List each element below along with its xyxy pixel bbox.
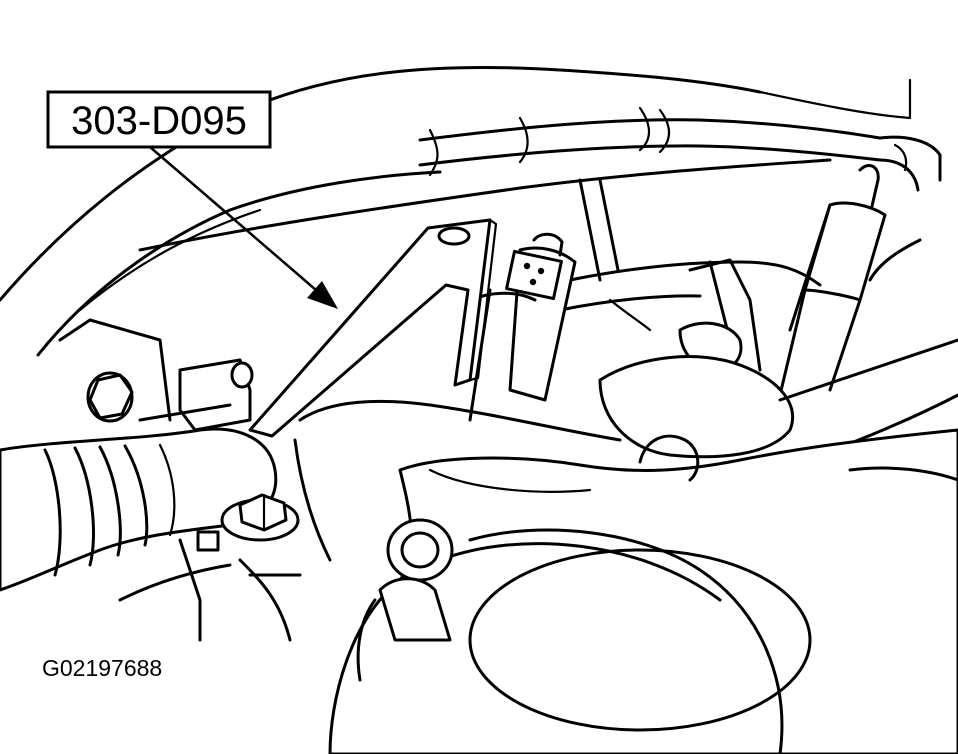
callout-box: 303-D095 [46, 90, 272, 149]
right-components [558, 238, 958, 459]
lower-left-parts [178, 530, 302, 642]
vertical-rods [578, 164, 887, 397]
tool-nut [220, 493, 300, 542]
engine-housing [293, 399, 958, 754]
callout-arrow [149, 146, 338, 309]
pulley [356, 518, 454, 682]
left-components [58, 318, 254, 432]
hood-outline [0, 65, 912, 357]
figure-code: G02197688 [42, 655, 162, 681]
callout-label: 303-D095 [71, 99, 247, 143]
upper-hose-bundle [418, 106, 942, 192]
special-tool-303-D095 [248, 218, 498, 438]
